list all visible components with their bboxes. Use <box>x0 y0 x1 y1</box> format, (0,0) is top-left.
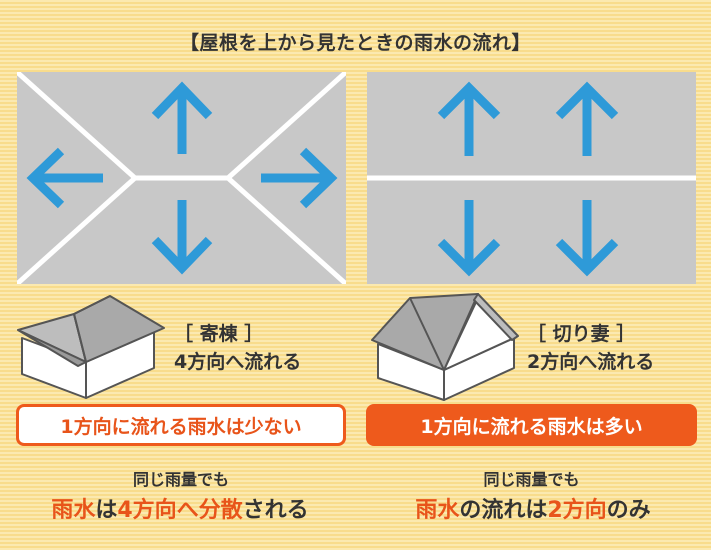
roof-type-label: ［ 寄棟 ］ <box>174 323 264 345</box>
gable-roof-caption: ［ 切り妻 ］ 2方向へ流れる <box>527 320 654 376</box>
conclusion-left: 雨水は4方向へ分散される <box>51 498 309 523</box>
hip-roof-plan <box>17 72 346 284</box>
hip-roof-caption: ［ 寄棟 ］ 4方向へ流れる <box>174 320 301 376</box>
rainwater-amount-badge-right: 1方向に流れる雨水は多い <box>366 404 697 446</box>
arrow-down-icon <box>151 200 213 275</box>
arrow-left-icon <box>26 147 103 209</box>
gable-roof-house-icon <box>366 286 526 402</box>
arrow-up-icon <box>151 81 213 154</box>
arrow-right-icon <box>261 147 338 209</box>
rainwater-amount-badge-left: 1方向に流れる雨水は少ない <box>16 404 346 446</box>
arrow-up-icon <box>555 81 619 156</box>
arrow-down-icon <box>437 200 501 277</box>
arrow-down-icon <box>555 200 619 277</box>
arrow-up-icon <box>437 81 501 156</box>
hip-roof-house-icon <box>14 286 174 402</box>
gable-roof-plan-diagram <box>367 81 696 277</box>
page-title: 【屋根を上から見たときの雨水の流れ】 <box>179 32 531 54</box>
gable-roof-plan <box>367 72 696 284</box>
flow-description: 4方向へ流れる <box>174 351 302 373</box>
roof-type-label: ［ 切り妻 ］ <box>527 323 636 345</box>
same-rain-note-right: 同じ雨量でも <box>483 470 580 489</box>
hip-roof-plan-diagram <box>17 72 346 284</box>
conclusion-right: 雨水の流れは2方向のみ <box>415 498 651 523</box>
same-rain-note-left: 同じ雨量でも <box>132 470 229 489</box>
flow-description: 2方向へ流れる <box>527 351 655 373</box>
